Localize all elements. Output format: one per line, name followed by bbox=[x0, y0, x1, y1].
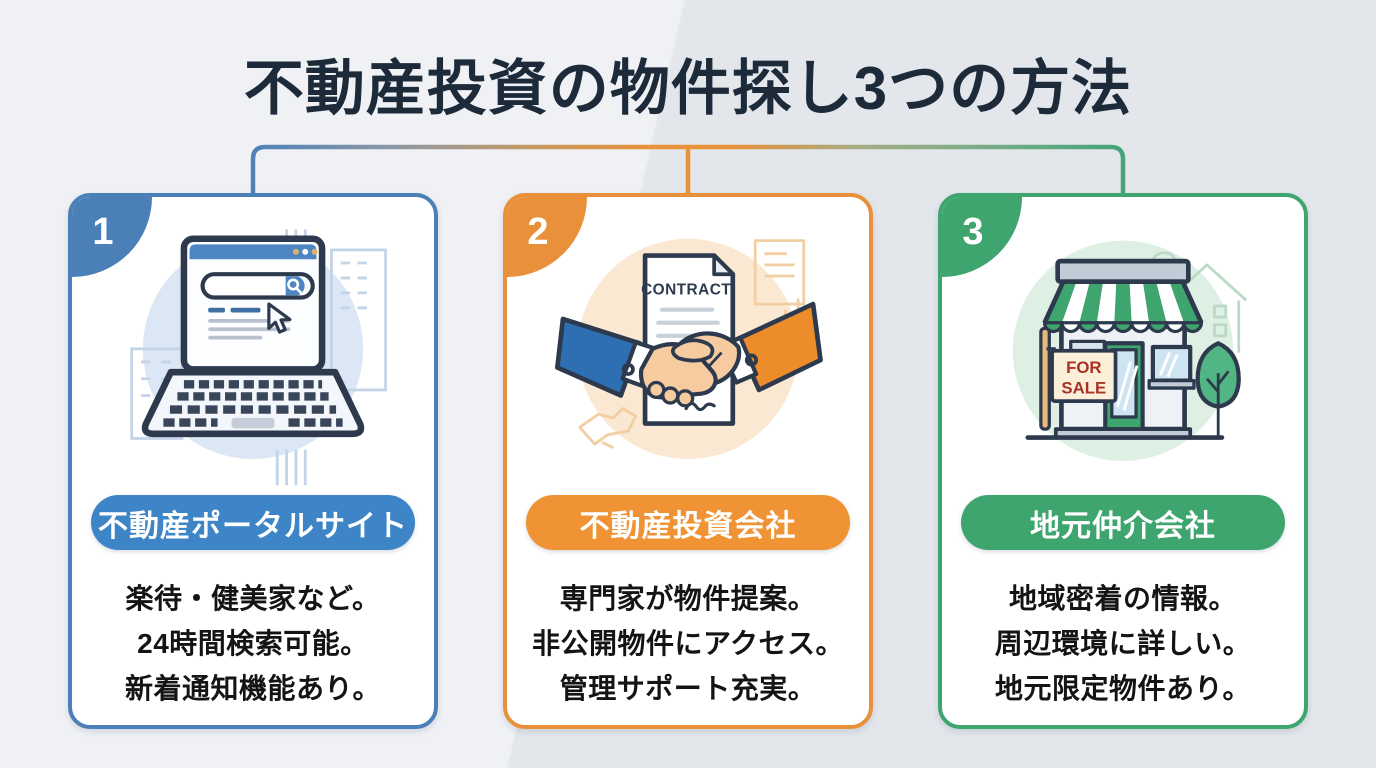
storefront-for-sale-icon: FOR SALE bbox=[1012, 240, 1248, 461]
handshake-contract-icon: CONTRACT bbox=[555, 238, 823, 459]
card3-description: 地域密着の情報。 周辺環境に詳しい。 地元限定物件あり。 bbox=[995, 576, 1252, 711]
description-line: 非公開物件にアクセス。 bbox=[531, 628, 845, 659]
card2-label-pill: 不動産投資会社 bbox=[526, 495, 850, 550]
card3-number-badge: 3 bbox=[942, 197, 1022, 277]
description-line: 新着通知機能あり。 bbox=[125, 673, 381, 704]
description-line: 専門家が物件提案。 bbox=[559, 583, 817, 614]
laptop-search-icon bbox=[130, 229, 387, 486]
svg-text:3: 3 bbox=[962, 211, 983, 253]
description-line: 地域密着の情報。 bbox=[1008, 583, 1237, 614]
description-line: 楽待・健美家など。 bbox=[125, 583, 381, 614]
connector-bracket bbox=[250, 144, 1126, 193]
card1-label-pill: 不動産ポータルサイト bbox=[91, 495, 415, 550]
card-portal-site: 1 bbox=[68, 193, 438, 729]
cards-row: 1 bbox=[68, 193, 1308, 729]
page-title: 不動産投資の物件探し3つの方法 bbox=[243, 55, 1133, 122]
card-investment-company: 2 CONTRACT bbox=[503, 193, 873, 729]
svg-text:FOR: FOR bbox=[1066, 358, 1101, 377]
card-local-broker: 3 bbox=[938, 193, 1308, 729]
card2-description: 専門家が物件提案。 非公開物件にアクセス。 管理サポート充実。 bbox=[532, 576, 844, 711]
card1-description: 楽待・健美家など。 24時間検索可能。 新着通知機能あり。 bbox=[125, 576, 381, 711]
card3-label-pill: 地元仲介会社 bbox=[961, 495, 1285, 550]
svg-text:1: 1 bbox=[92, 211, 113, 253]
description-line: 周辺環境に詳しい。 bbox=[994, 628, 1252, 659]
card2-number-badge: 2 bbox=[507, 197, 587, 277]
description-line: 地元限定物件あり。 bbox=[995, 673, 1251, 704]
svg-text:CONTRACT: CONTRACT bbox=[641, 282, 731, 299]
svg-text:2: 2 bbox=[527, 211, 548, 253]
description-line: 24時間検索可能。 bbox=[137, 628, 369, 659]
svg-text:SALE: SALE bbox=[1061, 379, 1106, 398]
card1-number-badge: 1 bbox=[72, 197, 152, 277]
description-line: 管理サポート充実。 bbox=[559, 673, 817, 704]
